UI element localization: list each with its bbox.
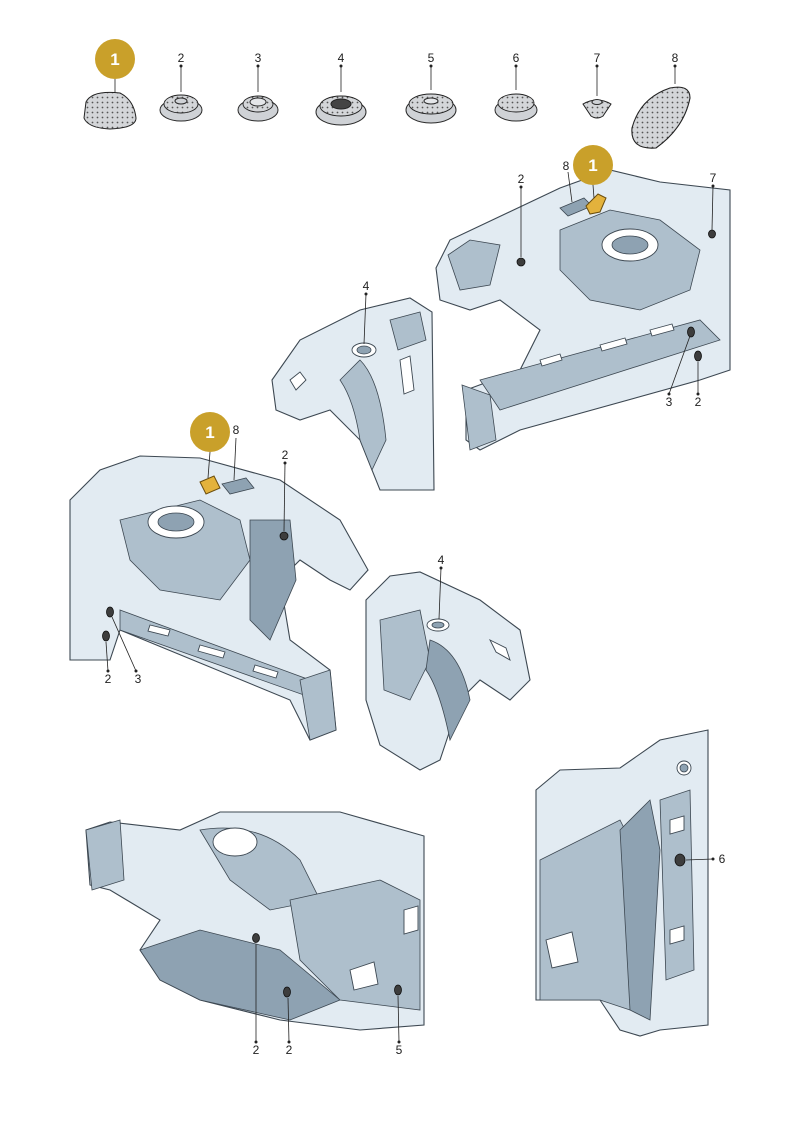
plug-icon <box>106 606 114 618</box>
view-a-pillar-right: 6 <box>535 729 726 1037</box>
part-1-label: 1 <box>110 50 119 69</box>
foam-pad-shape <box>631 86 691 149</box>
badge-label: 1 <box>588 156 597 175</box>
view-strut-tower-lower: 4 <box>365 553 531 771</box>
callout: 7 <box>710 171 717 185</box>
callout: 3 <box>135 672 142 686</box>
callout: 8 <box>563 159 570 173</box>
highlighted-part-shape <box>585 193 607 215</box>
callout: 4 <box>363 279 370 293</box>
plug-icon <box>279 531 289 541</box>
callout: 2 <box>253 1043 260 1057</box>
foam-pad-shape <box>221 477 255 495</box>
plug-icon <box>283 986 291 998</box>
part-1[interactable]: 1 <box>83 39 137 130</box>
plug-icon <box>516 257 526 267</box>
plug-icon <box>394 984 402 996</box>
plug-icon <box>674 853 686 867</box>
callout: 4 <box>438 553 445 567</box>
part-8-label: 8 <box>672 51 679 65</box>
callout: 2 <box>105 672 112 686</box>
part-2-label: 2 <box>178 51 185 65</box>
part-2[interactable]: 2 <box>159 51 203 122</box>
view-strut-tower-upper: 4 <box>271 279 435 491</box>
view-front-left-structure: 1 8 2 2 3 <box>69 412 369 741</box>
highlighted-part-shape <box>199 475 221 495</box>
callout: 6 <box>719 852 726 866</box>
callout: 2 <box>282 448 289 462</box>
numbered-badge-icon <box>190 412 230 452</box>
callout: 2 <box>695 395 702 409</box>
callout: 5 <box>396 1043 403 1057</box>
callout: 2 <box>518 172 525 186</box>
part-6-label: 6 <box>513 51 520 65</box>
numbered-badge-icon <box>573 145 613 185</box>
plug-icon <box>708 229 716 239</box>
part-4[interactable]: 4 <box>315 51 367 126</box>
plug-icon <box>252 933 260 943</box>
part-7[interactable]: 7 <box>582 51 612 119</box>
part-6[interactable]: 6 <box>494 51 538 122</box>
callout: 8 <box>233 423 240 437</box>
part-3-label: 3 <box>255 51 262 65</box>
view-underbody-left: 2 2 5 <box>85 811 425 1057</box>
callout: 2 <box>286 1043 293 1057</box>
part-4-label: 4 <box>338 51 345 65</box>
part-5-label: 5 <box>428 51 435 65</box>
parts-row: 1 2 3 4 5 <box>83 39 691 149</box>
part-5[interactable]: 5 <box>405 51 457 124</box>
part-8[interactable]: 8 <box>631 51 691 149</box>
view-front-right-structure: 8 1 2 7 3 2 <box>435 145 731 451</box>
plug-icon <box>102 630 110 642</box>
foam-pad-shape <box>83 91 137 130</box>
plug-icon <box>694 350 702 362</box>
part-7-label: 7 <box>594 51 601 65</box>
callout: 3 <box>666 395 673 409</box>
plug-icon <box>687 326 695 338</box>
part-3[interactable]: 3 <box>237 51 279 122</box>
numbered-badge-icon <box>95 39 135 79</box>
badge-label: 1 <box>205 423 214 442</box>
